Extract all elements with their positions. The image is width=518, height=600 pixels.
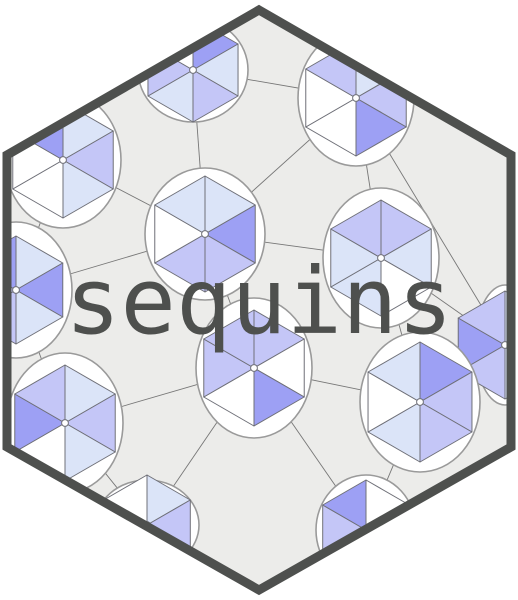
sequin-facet	[322, 479, 367, 531]
sequin-facet	[203, 309, 255, 369]
sequin-disc-icon	[195, 297, 313, 439]
sequin-facet	[7, 235, 17, 291]
sequin-facet	[365, 529, 410, 581]
logo-wordmark: sequins	[65, 248, 453, 355]
sequin-facet	[7, 289, 17, 345]
sequin-facet	[330, 199, 382, 259]
sequin-disc-icon	[7, 352, 124, 494]
hex-border	[2, 4, 516, 596]
sequin-disc-icon	[457, 284, 511, 406]
sequin-facet	[103, 524, 148, 576]
sequin-disc-icon	[144, 167, 266, 301]
sequin-facet	[367, 341, 421, 403]
sequin-disc-icon	[7, 91, 122, 229]
sequin-disc-icon	[297, 29, 415, 167]
sequin-disc-icon	[359, 331, 481, 473]
sequin-disc-icon	[322, 187, 440, 329]
sequin-facet	[154, 175, 206, 235]
sequin-facet	[457, 290, 506, 346]
sequin-disc-icon	[7, 221, 73, 359]
sequin-facet	[14, 364, 66, 424]
